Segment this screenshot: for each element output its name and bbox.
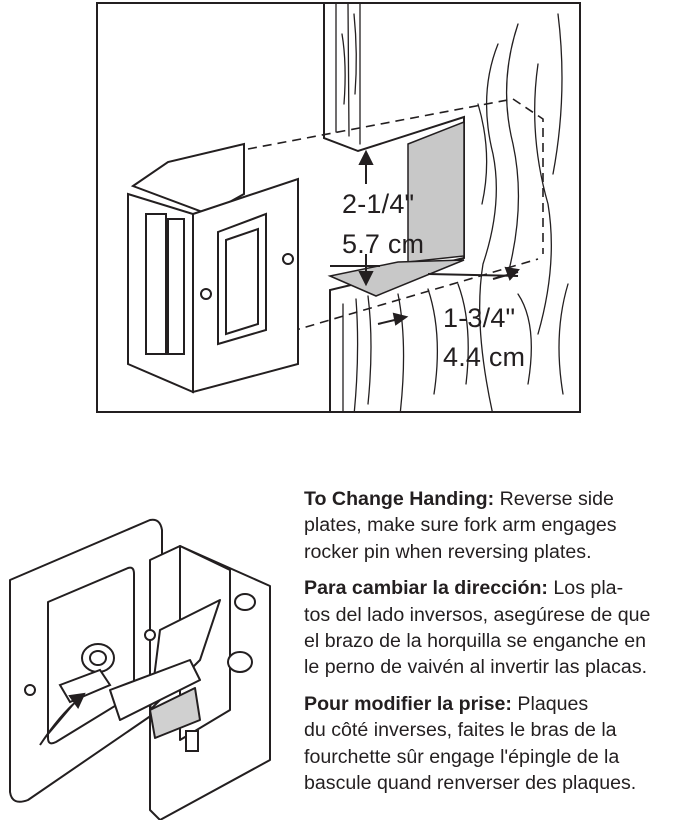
instruction-line: rocker pin when reversing plates. bbox=[304, 540, 592, 563]
instruction-english: To Change Handing: Reverse side plates, … bbox=[304, 486, 676, 565]
instruction-line: Plaques bbox=[511, 692, 589, 715]
instruction-heading: Para cambiar la dirección: bbox=[304, 577, 548, 600]
depth-metric-label: 4.4 cm bbox=[443, 342, 526, 372]
handing-instructions: To Change Handing: Reverse side plates, … bbox=[304, 486, 676, 806]
instruction-line: tos del lado inversos, asegúrese de que bbox=[304, 603, 651, 626]
instruction-line: du côté inverses, faites le bras de la bbox=[304, 719, 617, 742]
handing-change-illustration bbox=[9, 518, 271, 820]
instruction-heading: To Change Handing: bbox=[304, 488, 495, 510]
instruction-line: le perno de vaivén al invertir las placa… bbox=[304, 656, 648, 679]
depth-imperial-label: 1-3/4" bbox=[443, 303, 516, 333]
height-imperial-label: 2-1/4" bbox=[342, 189, 415, 219]
instruction-french: Pour modifier la prise: Plaques du côté … bbox=[304, 691, 676, 797]
instruction-line: plates, make sure fork arm engages bbox=[304, 514, 617, 537]
height-metric-label: 5.7 cm bbox=[342, 229, 425, 259]
instruction-line: bascule quand renverser des plaques. bbox=[304, 772, 637, 795]
door-edge-cutout-illustration bbox=[127, 4, 569, 411]
instruction-spanish: Para cambiar la dirección: Los pla- tos … bbox=[304, 575, 676, 681]
instruction-line: Reverse side bbox=[494, 488, 614, 510]
door-edge-diagram-frame: 2-1/4" 5.7 cm 1-3/4" 4.4 cm bbox=[96, 2, 581, 413]
instruction-line: el brazo de la horquilla se enganche en bbox=[304, 630, 647, 653]
instruction-line: fourchette sûr engage l'épingle de la bbox=[304, 745, 620, 768]
instruction-heading: Pour modifier la prise: bbox=[304, 692, 512, 715]
instruction-line: Los pla- bbox=[547, 577, 624, 600]
